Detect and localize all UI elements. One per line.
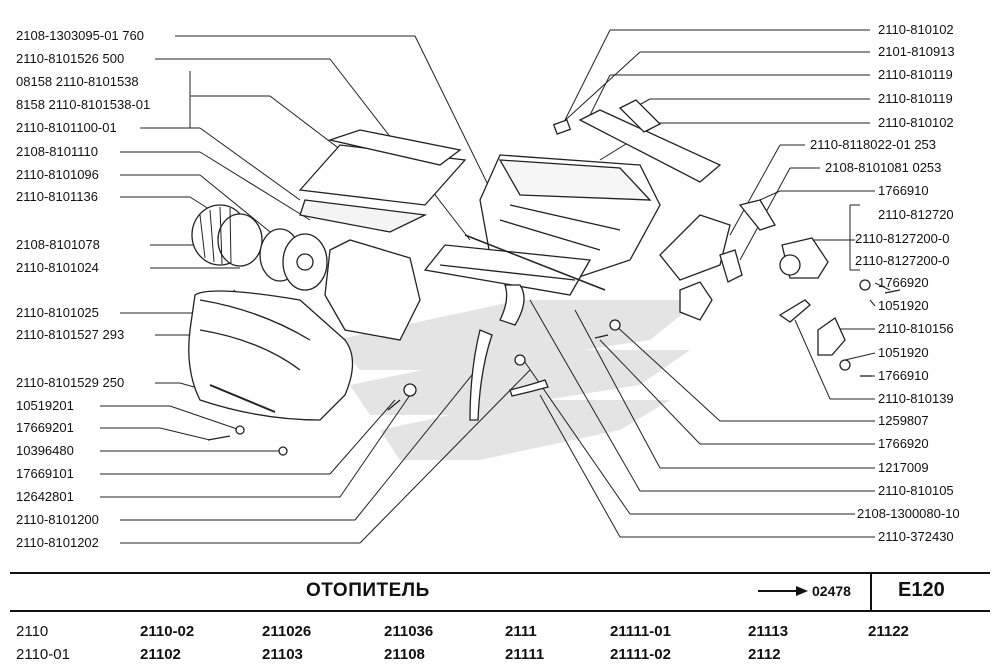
part-label: 1217009: [878, 460, 929, 475]
part-label: 2108-1303095-01 760: [16, 28, 144, 43]
part-label: 17669101: [16, 466, 74, 481]
heater-parts: [188, 99, 901, 456]
model-item: 21102: [140, 646, 181, 663]
part-label: 2110-810105: [878, 483, 954, 498]
section-code: E120: [898, 579, 945, 601]
model-item: 2110-01: [16, 646, 70, 663]
part-label: 1259807: [878, 413, 929, 428]
part-label: 1766910: [878, 368, 929, 383]
part-label: 2110-8127200-0: [855, 231, 950, 246]
part-label: 2110-810102: [878, 22, 954, 37]
page-reference: 02478: [812, 583, 851, 599]
part-label: 2110-8101202: [16, 535, 99, 550]
part-label: 2110-8101025: [16, 305, 99, 320]
part-label: 2110-8118022-01 253: [810, 137, 937, 152]
model-item: 21122: [868, 623, 909, 640]
part-label: 2108-1300080-10: [857, 506, 960, 521]
title-bar: [10, 572, 990, 612]
part-label: 2110-810119: [878, 91, 953, 106]
model-item: 21111: [505, 646, 545, 663]
part-label: 12642801: [16, 489, 74, 504]
model-item: 2110: [16, 623, 49, 640]
model-item: 21111-02: [610, 646, 671, 663]
part-label: 2101-810913: [878, 44, 955, 59]
part-label: 2110-8101024: [16, 260, 99, 275]
model-item: 211036: [384, 623, 434, 640]
part-label: 2110-8101527 293: [16, 327, 125, 342]
part-label: 08158 2110-8101538: [16, 74, 139, 89]
page-title: ОТОПИТЕЛЬ: [306, 580, 430, 601]
part-label: 2110-8101526 500: [16, 51, 125, 66]
part-label: 1766910: [878, 183, 929, 198]
part-label: 2110-810156: [878, 321, 954, 336]
part-label: 2108-8101078: [16, 237, 100, 252]
part-label: 2110-8101136: [16, 189, 98, 204]
part-label: 2110-8101096: [16, 167, 99, 182]
part-label: 2108-8101110: [16, 144, 98, 159]
title-divider: [870, 574, 872, 610]
part-label: 1766920: [878, 275, 929, 290]
part-label: 1766920: [878, 436, 929, 451]
part-label: 2108-8101081 0253: [825, 160, 942, 175]
model-item: 211026: [262, 623, 312, 640]
part-label: 1051920: [878, 298, 929, 313]
part-label: 2110-810119: [878, 67, 953, 82]
part-label: 2110-8127200-0: [855, 253, 950, 268]
part-label: 10396480: [16, 443, 74, 458]
model-item: 21113: [748, 623, 789, 640]
model-item: 2110-02: [140, 623, 195, 640]
part-label: 2110-372430: [878, 529, 954, 544]
model-item: 21108: [384, 646, 425, 663]
part-label: 17669201: [16, 420, 74, 435]
part-label: 2110-8101529 250: [16, 375, 125, 390]
model-item: 2111: [505, 623, 537, 640]
model-item: 21103: [262, 646, 303, 663]
part-label: 2110-8101200: [16, 512, 99, 527]
part-label: 2110-810139: [878, 391, 954, 406]
part-label: 1051920: [878, 345, 929, 360]
part-label: 2110-8101100-01: [16, 120, 117, 135]
part-label: 2110-812720: [878, 207, 954, 222]
arrow-right-icon: [758, 586, 808, 596]
part-label: 2110-810102: [878, 115, 954, 130]
model-item: 2112: [748, 646, 781, 663]
part-label: 8158 2110-8101538-01: [16, 97, 151, 112]
part-label: 10519201: [16, 398, 74, 413]
model-item: 21111-01: [610, 623, 671, 640]
